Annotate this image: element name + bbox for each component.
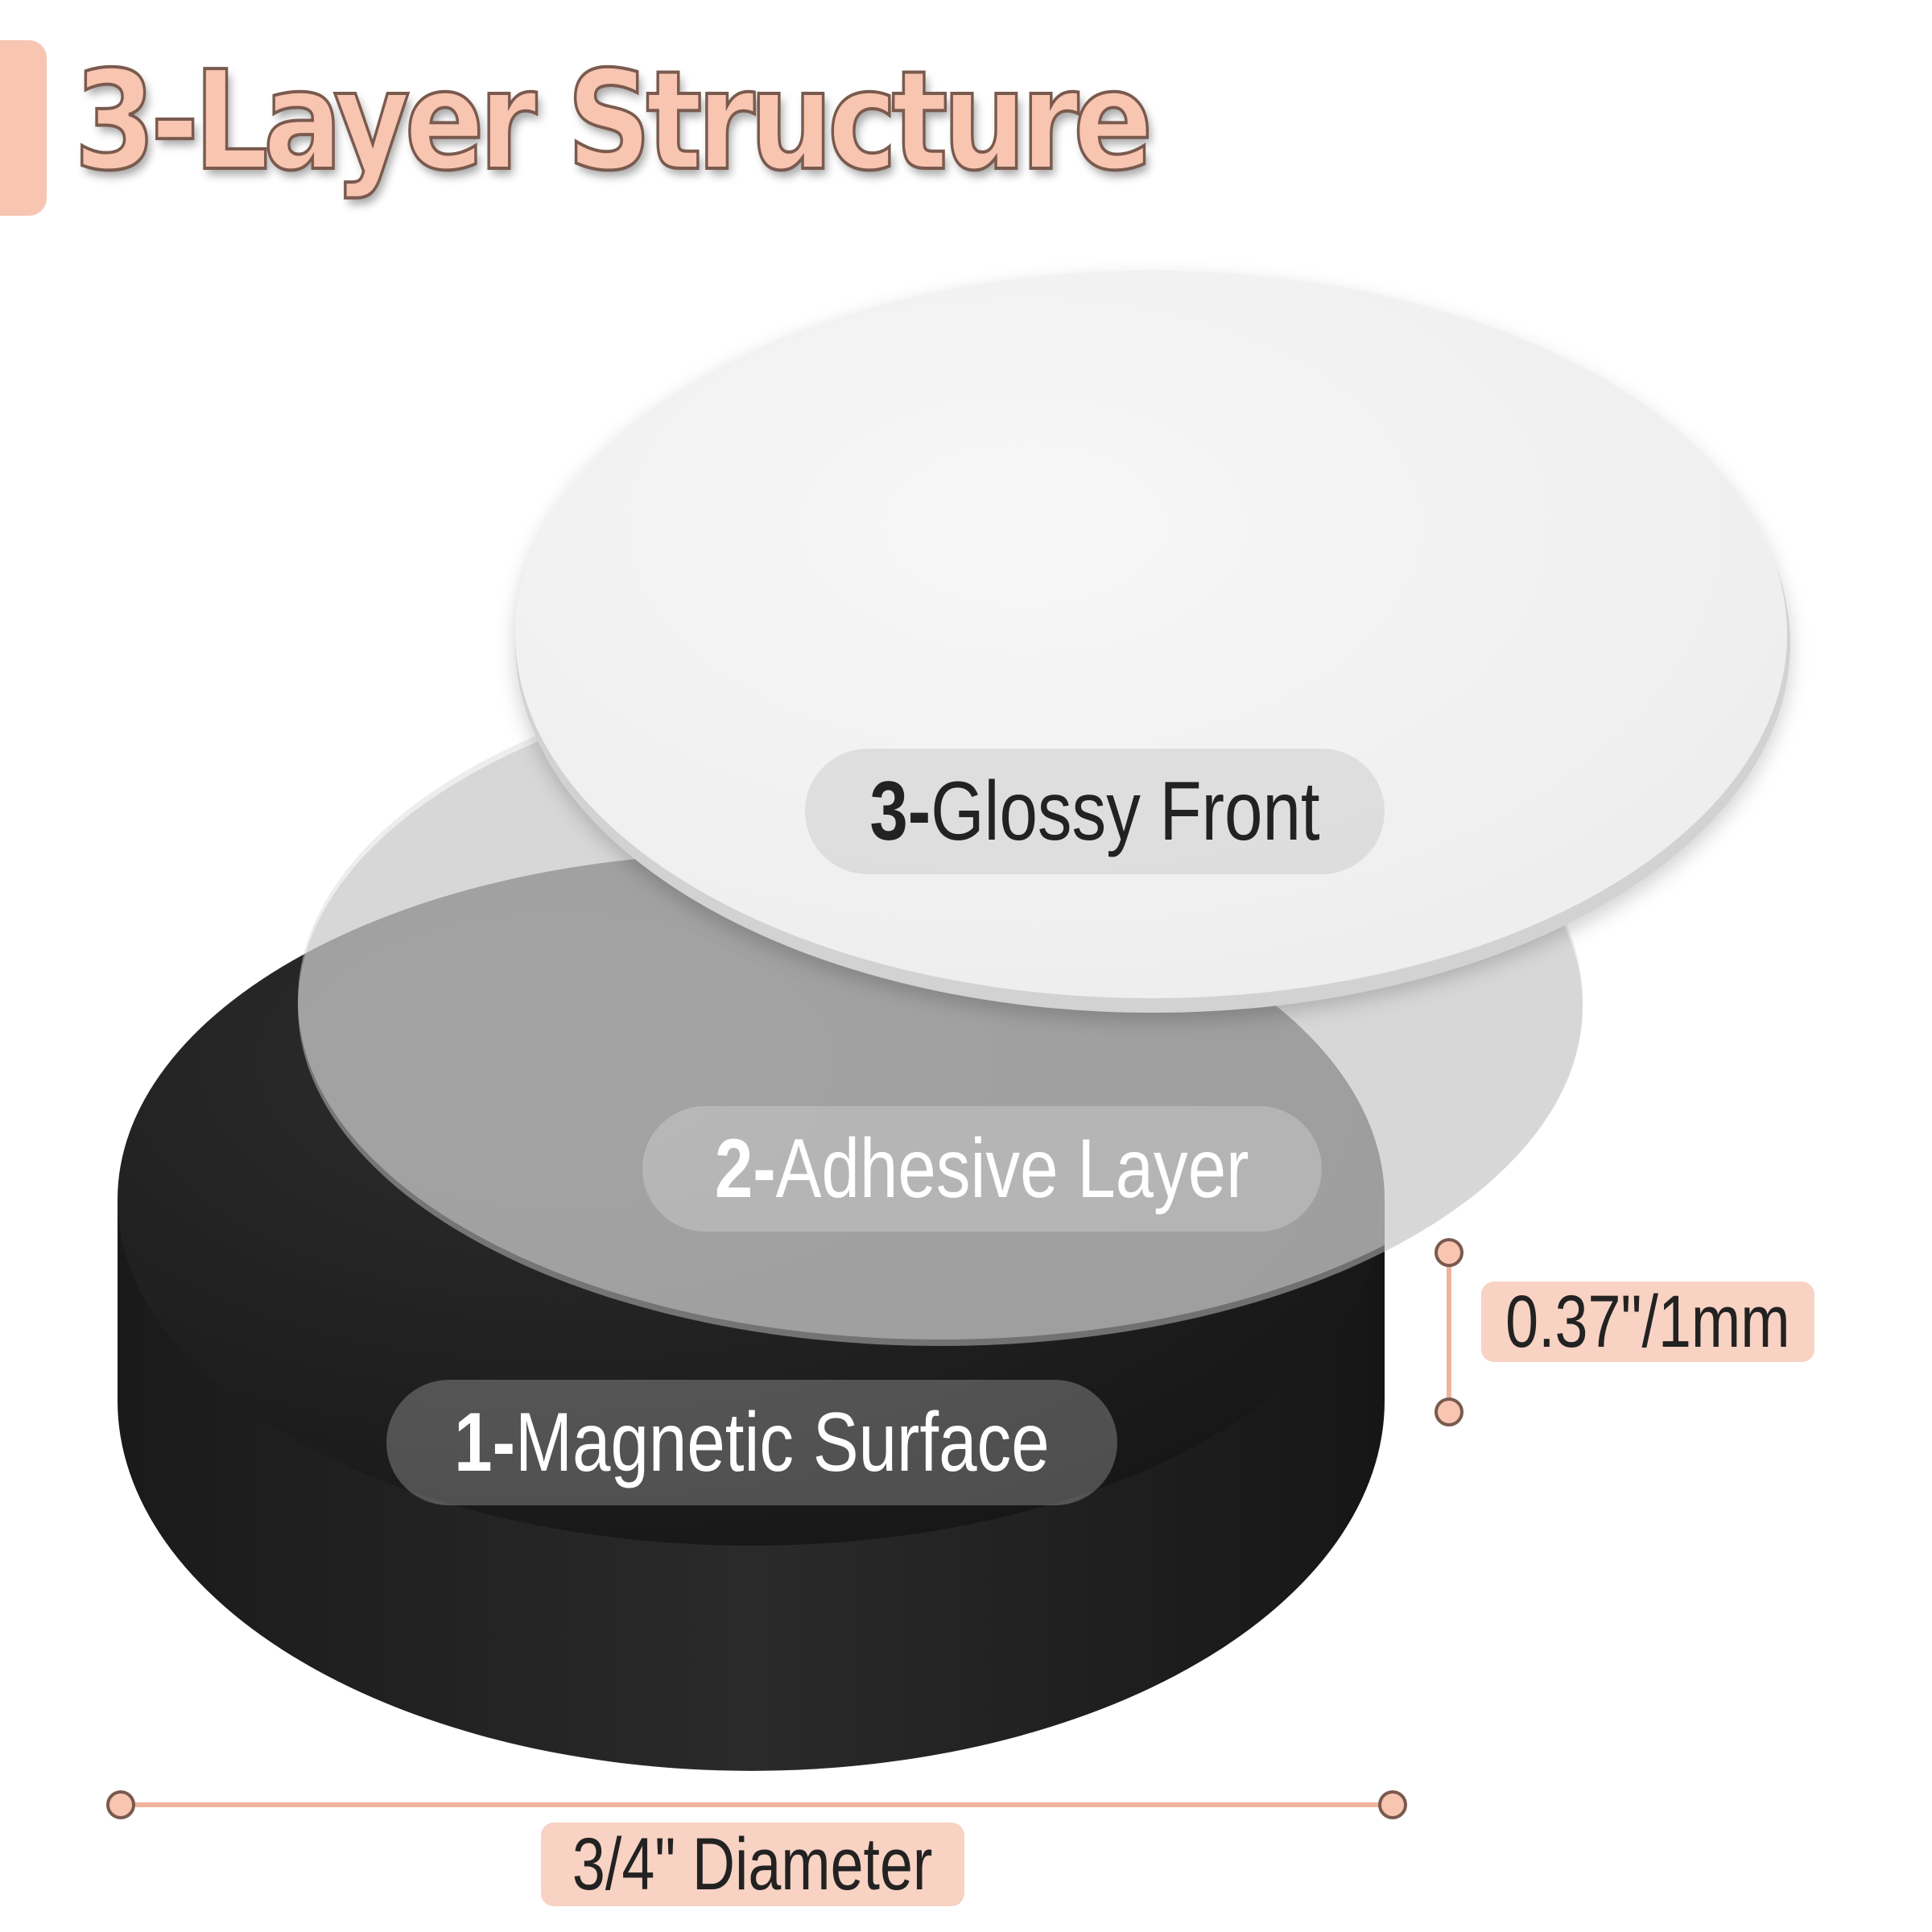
layer-number: 2- <box>715 1121 776 1216</box>
page-title: 3-Layer Structure <box>72 42 1154 201</box>
title-accent-bar <box>0 40 47 216</box>
layer-label-glossy-front: 3-Glossy Front <box>805 749 1385 874</box>
dimension-endpoint-left <box>106 1790 135 1819</box>
layer-label-adhesive-layer: 2-Adhesive Layer <box>642 1106 1322 1232</box>
dimension-endpoint-bottom <box>1435 1397 1463 1426</box>
layer-name: Adhesive Layer <box>775 1121 1249 1216</box>
thickness-dimension-marker <box>1435 1238 1463 1426</box>
dimension-endpoint-right <box>1378 1790 1407 1819</box>
glossy-layer-disc <box>515 270 1790 1013</box>
dimension-endpoint-top <box>1435 1238 1463 1267</box>
thickness-value: 0.37"/1mm <box>1505 1280 1790 1363</box>
diameter-value: 3/4" Diameter <box>572 1823 933 1905</box>
layer-name: Glossy Front <box>931 764 1320 858</box>
diameter-label: 3/4" Diameter <box>541 1823 964 1906</box>
layer-label-magnetic-surface: 1-Magnetic Surface <box>386 1380 1117 1505</box>
layer-name: Magnetic Surface <box>515 1395 1050 1489</box>
thickness-label: 0.37"/1mm <box>1481 1280 1814 1363</box>
layer-number: 3- <box>869 764 931 858</box>
layer-number: 1- <box>454 1395 516 1489</box>
diameter-dimension-marker <box>106 1790 1407 1819</box>
